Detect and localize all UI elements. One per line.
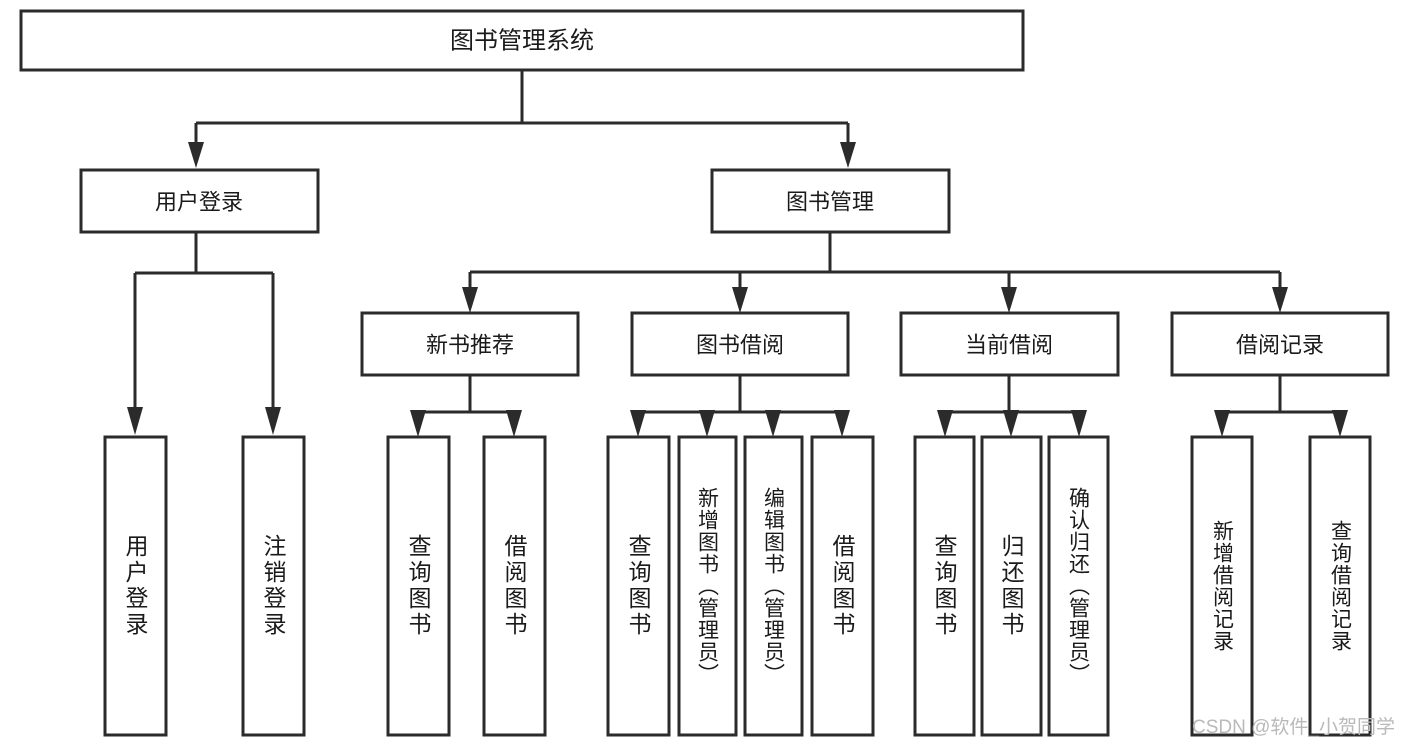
node-root[interactable]: 图书管理系统 [19, 9, 1025, 72]
node-current-borrow-label: 当前借阅 [965, 333, 1053, 358]
leaf-new-book-2[interactable]: 借阅图书 [482, 435, 547, 737]
leaf-label: 借阅图书 [501, 534, 528, 638]
node-current-borrow-box[interactable] [899, 311, 1120, 377]
leaf-label: 编辑图书（管理员） [762, 487, 786, 685]
arrowhead-cb-leaf-3 [1071, 410, 1087, 437]
leaf-label: 借阅图书 [829, 534, 856, 638]
leaf-box[interactable] [103, 435, 168, 737]
leaf-book-borrow-4[interactable]: 借阅图书 [810, 435, 875, 737]
leaf-label: 归还图书 [998, 534, 1025, 638]
leaf-user-login-1[interactable]: 用户登录 [103, 435, 168, 737]
leaf-label: 用户登录 [122, 534, 149, 638]
leaf-label: 查询图书 [931, 534, 958, 638]
leaf-borrow-record-1[interactable]: 新增借阅记录 [1190, 435, 1254, 737]
node-user-login[interactable]: 用户登录 [79, 168, 320, 234]
node-new-book-recommend-label: 新书推荐 [426, 333, 514, 358]
arrowhead-borrow-record [1272, 287, 1288, 313]
node-current-borrow[interactable]: 当前借阅 [899, 311, 1120, 377]
arrowhead-new-book [462, 287, 478, 313]
leaf-current-borrow-2[interactable]: 归还图书 [980, 435, 1043, 737]
leaf-current-borrow-1[interactable]: 查询图书 [913, 435, 976, 737]
leaf-box[interactable] [677, 435, 738, 737]
leaf-box[interactable] [743, 435, 804, 737]
arrowhead-newbook-leaf-2 [506, 410, 522, 437]
leaf-label: 查询图书 [625, 534, 652, 638]
node-borrow-record-box[interactable] [1170, 311, 1390, 377]
node-book-management[interactable]: 图书管理 [710, 168, 951, 234]
edge-group-user-login [127, 232, 281, 435]
leaf-book-borrow-1[interactable]: 查询图书 [606, 435, 671, 737]
leaf-label: 注销登录 [260, 534, 287, 638]
leaf-new-book-1[interactable]: 查询图书 [386, 435, 451, 737]
leaf-box[interactable] [810, 435, 875, 737]
leaf-label: 查询借阅记录 [1329, 520, 1353, 652]
leaf-label: 确认归还（管理员） [1067, 487, 1091, 685]
leaf-label: 新增图书（管理员） [696, 487, 720, 685]
arrowhead-newbook-leaf-1 [410, 410, 426, 437]
node-user-login-label: 用户登录 [155, 190, 243, 215]
arrowhead-br-leaf-1 [1214, 410, 1230, 437]
edge-group-new-book [410, 375, 522, 437]
edge-group-borrow-record [1214, 375, 1348, 437]
node-book-borrow[interactable]: 图书借阅 [630, 311, 850, 377]
leaf-book-borrow-2[interactable]: 新增图书（管理员） [677, 435, 738, 737]
leaf-user-login-2[interactable]: 注销登录 [241, 435, 306, 737]
arrowhead-bb-leaf-2 [699, 410, 715, 437]
node-book-management-label: 图书管理 [786, 190, 874, 215]
arrowhead-br-leaf-2 [1332, 410, 1348, 437]
edge-group-current-borrow [937, 375, 1087, 437]
node-borrow-record-label: 借阅记录 [1236, 333, 1324, 358]
leaf-label: 查询图书 [405, 534, 432, 638]
node-book-management-box[interactable] [710, 168, 951, 234]
arrowhead-book-borrow [732, 287, 748, 313]
arrowhead-current-borrow [1001, 287, 1017, 313]
arrowhead-bb-leaf-4 [834, 410, 850, 437]
node-root-box[interactable] [19, 9, 1025, 72]
node-book-borrow-label: 图书借阅 [696, 333, 784, 358]
arrowhead-bookmgmt [840, 142, 856, 168]
csdn-watermark: CSDN @软件_小贺同学 [1192, 716, 1395, 738]
arrowhead-login-leaf-2 [265, 407, 281, 435]
edge-group-book-borrow [630, 375, 850, 437]
node-borrow-record[interactable]: 借阅记录 [1170, 311, 1390, 377]
leaf-borrow-record-2[interactable]: 查询借阅记录 [1308, 435, 1372, 737]
node-new-book-recommend[interactable]: 新书推荐 [360, 311, 580, 377]
node-root-label: 图书管理系统 [450, 28, 594, 55]
leaf-box[interactable] [913, 435, 976, 737]
arrowhead-bb-leaf-3 [765, 410, 781, 437]
arrowhead-login-leaf-1 [127, 407, 143, 435]
node-new-book-recommend-box[interactable] [360, 311, 580, 377]
leaf-box[interactable] [386, 435, 451, 737]
leaf-box[interactable] [606, 435, 671, 737]
leaf-current-borrow-3[interactable]: 确认归还（管理员） [1047, 435, 1110, 737]
leaf-book-borrow-3[interactable]: 编辑图书（管理员） [743, 435, 804, 737]
leaf-label: 新增借阅记录 [1211, 520, 1235, 652]
arrowhead-login [188, 142, 204, 168]
arrowhead-cb-leaf-2 [1003, 410, 1019, 437]
leaf-box[interactable] [1308, 435, 1372, 737]
edge-group-book-management [462, 232, 1288, 313]
arrowhead-cb-leaf-1 [937, 410, 953, 437]
leaf-box[interactable] [980, 435, 1043, 737]
leaf-box[interactable] [482, 435, 547, 737]
node-book-borrow-box[interactable] [630, 311, 850, 377]
leaf-box[interactable] [1047, 435, 1110, 737]
edge-group-root [188, 70, 856, 168]
arrowhead-bb-leaf-1 [630, 410, 646, 437]
leaf-box[interactable] [1190, 435, 1254, 737]
leaf-box[interactable] [241, 435, 306, 737]
node-user-login-box[interactable] [79, 168, 320, 234]
